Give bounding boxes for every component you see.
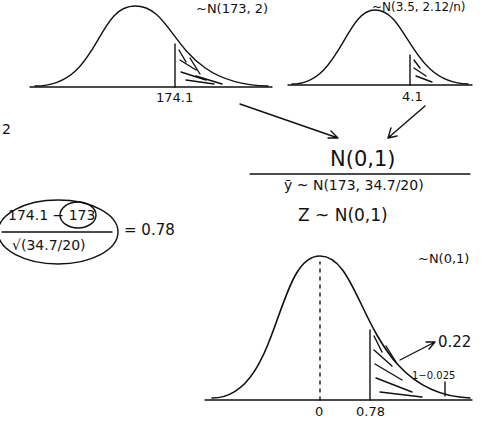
stray-mark: 2 xyxy=(2,122,11,137)
leader-arrow xyxy=(400,342,435,360)
bell-curve xyxy=(212,256,470,398)
cut-line xyxy=(369,330,370,400)
leader-line xyxy=(444,382,445,396)
rule xyxy=(250,173,470,174)
fraction-bar xyxy=(2,231,112,232)
shaded-tail xyxy=(414,60,432,82)
distribution-label: Z ~ N(0,1) xyxy=(298,206,388,225)
bell-curve xyxy=(35,6,268,86)
circle-mark xyxy=(0,200,118,264)
axis xyxy=(205,399,472,400)
axis-value: 4.1 xyxy=(402,90,423,104)
axis-value: 174.1 xyxy=(156,91,193,105)
axis xyxy=(30,86,272,87)
axis-value: 0.78 xyxy=(356,405,385,419)
cut-line xyxy=(409,55,410,85)
axis xyxy=(288,84,472,85)
distribution-label: ~N(173, 2) xyxy=(196,2,268,16)
probability-value: 0.22 xyxy=(438,334,471,351)
distribution-label: ~N(0,1) xyxy=(418,252,469,266)
bell-curve xyxy=(292,10,468,84)
shaded-tail xyxy=(374,336,422,397)
axis-value: 0 xyxy=(315,405,323,419)
formula-denominator: √(34.7/20) xyxy=(12,238,86,253)
distribution-label: ~N(3.5, 2.12/n) xyxy=(372,1,465,14)
formula-numerator: 174.1 − 173 xyxy=(8,208,95,223)
heading: N(0,1) xyxy=(330,148,396,171)
arrow xyxy=(240,104,338,138)
arrow xyxy=(388,106,425,138)
mean-line xyxy=(319,262,320,400)
formula-result: = 0.78 xyxy=(124,222,175,239)
cut-line xyxy=(174,44,175,87)
distribution-label: ȳ ~ N(173, 34.7/20) xyxy=(284,178,424,193)
shaded-tail xyxy=(179,50,222,84)
probability-value: 1−0.025 xyxy=(412,370,455,381)
